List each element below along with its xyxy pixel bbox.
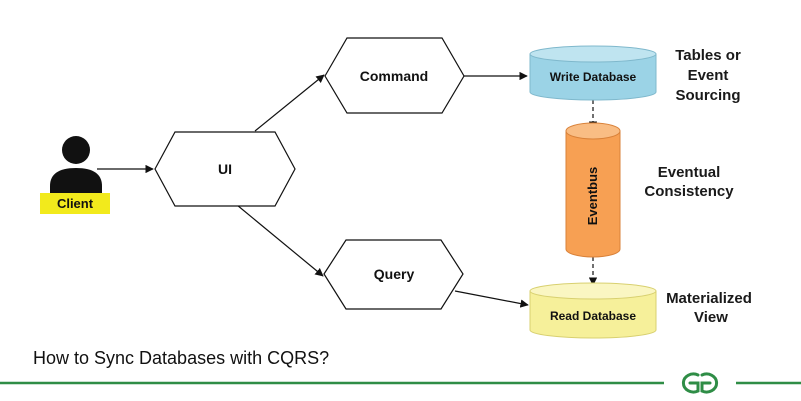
eventbus-top [565, 122, 621, 140]
annotation-write-side: Tables or Event Sourcing [675, 47, 741, 104]
ui-label: UI [218, 161, 232, 177]
write-database-node: Write Database [529, 45, 657, 101]
arrow-ui-to-command [254, 74, 325, 132]
annotation-line: Sourcing [675, 87, 740, 104]
query-label: Query [374, 266, 415, 282]
annotation-line: Eventual [658, 164, 721, 181]
client-label-bg [40, 193, 110, 214]
annotation-line: View [694, 309, 728, 326]
read-database-body [529, 290, 657, 339]
ui-hexagon [154, 131, 296, 207]
client-node: Client [40, 136, 110, 214]
gfg-logo-icon [681, 372, 719, 394]
arrow-query-to-readdb [454, 290, 529, 308]
query-node: Query [323, 239, 464, 310]
read-database-label: Read Database [550, 309, 636, 323]
connectors [97, 71, 598, 308]
write-database-body [529, 53, 657, 101]
eventbus-node: Eventbus [565, 122, 621, 258]
read-database-top [529, 282, 657, 300]
annotation-eventual-consistency: Eventual Consistency [644, 164, 734, 200]
annotation-read-side: Materialized View [666, 290, 752, 326]
client-head-icon [62, 136, 90, 164]
footer [0, 372, 801, 394]
diagram-caption: How to Sync Databases with CQRS? [33, 348, 329, 368]
annotation-line: Event [688, 67, 729, 84]
eventbus-label: Eventbus [585, 167, 600, 226]
annotation-line: Consistency [644, 183, 734, 200]
eventbus-body [565, 130, 621, 258]
command-node: Command [324, 37, 465, 114]
client-body-icon [50, 168, 102, 197]
annotation-line: Materialized [666, 290, 752, 307]
read-database-node: Read Database [529, 282, 657, 339]
write-database-top [529, 45, 657, 63]
command-hexagon [324, 37, 465, 114]
arrow-ui-to-query [236, 204, 324, 277]
command-label: Command [360, 68, 428, 84]
ui-node: UI [154, 131, 296, 207]
annotation-line: Tables or [675, 47, 741, 64]
client-label: Client [57, 196, 94, 211]
query-hexagon [323, 239, 464, 310]
write-database-label: Write Database [550, 70, 637, 84]
